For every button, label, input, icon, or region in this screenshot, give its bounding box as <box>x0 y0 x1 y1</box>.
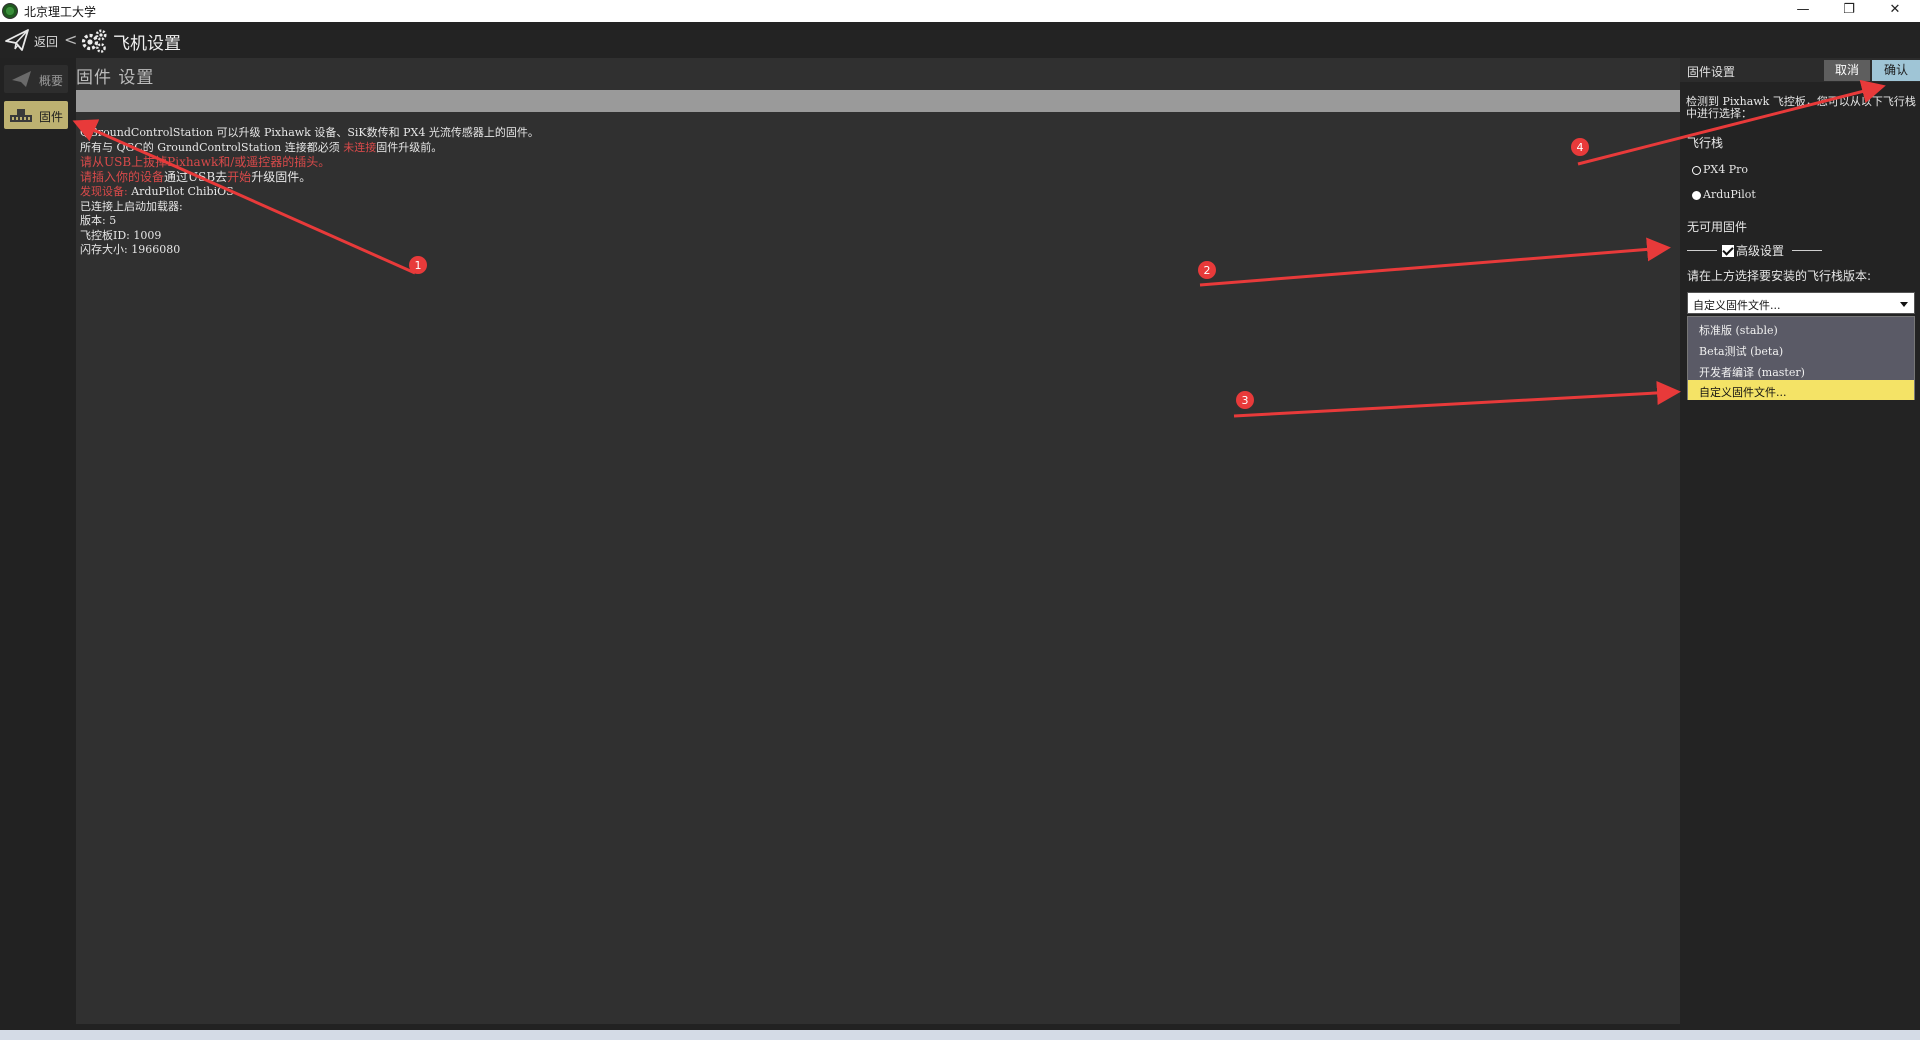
log-line: 所有与 QGC的 GroundControlStation 连接都必须 未连接固… <box>80 141 880 156</box>
log-line: QGroundControlStation 可以升级 Pixhawk 设备、Si… <box>80 126 539 139</box>
log-warning-segment: 发现设备: <box>80 185 132 198</box>
dropdown-option-custom[interactable]: 自定义固件文件... <box>1688 380 1914 400</box>
radio-checked-icon[interactable] <box>1692 191 1701 200</box>
section-title: 固件 设置 <box>76 68 155 88</box>
detected-board-text: 检测到 Pixhawk 飞控板，您可以从以下飞行栈中进行选择： <box>1686 95 1916 120</box>
panel-title: 固件设置 <box>1687 65 1736 79</box>
window-title: 北京理工大学 <box>24 5 97 19</box>
log-segment: 固件升级前。 <box>376 140 443 154</box>
firmware-version-dropdown: 标准版 (stable) Beta测试 (beta) 开发者编译 (master… <box>1687 316 1915 400</box>
window-titlebar: 北京理工大学 — ❐ ✕ <box>0 0 1920 23</box>
log-line: 请插入你的设备通过USB去开始升级固件。 <box>80 170 880 185</box>
confirm-button[interactable]: 确认 <box>1872 60 1920 81</box>
log-warning-segment: 开始 <box>227 170 252 184</box>
firmware-version-select[interactable]: 自定义固件文件... <box>1687 292 1915 314</box>
option-label: 自定义固件文件... <box>1699 386 1787 399</box>
firmware-log: QGroundControlStation 可以升级 Pixhawk 设备、Si… <box>80 126 880 258</box>
dropdown-option-beta[interactable]: Beta测试 (beta) <box>1688 339 1914 359</box>
select-value: 自定义固件文件... <box>1693 299 1781 312</box>
log-warning-segment: 请插入你的设备 <box>80 170 165 184</box>
option-label: 标准版 (stable) <box>1699 324 1778 337</box>
upgrade-progress-bar <box>76 90 1680 112</box>
option-label: Beta测试 (beta) <box>1699 345 1784 358</box>
app-logo-icon <box>2 3 18 19</box>
log-warning-segment: 未连接 <box>343 140 377 154</box>
log-segment: 通过USB去 <box>164 170 228 184</box>
log-segment: 升级固件。 <box>251 170 312 184</box>
select-version-label: 请在上方选择要安装的飞行栈版本: <box>1687 269 1872 283</box>
no-firmware-label: 无可用固件 <box>1687 220 1748 234</box>
firmware-main-panel: 固件 设置 QGroundControlStation 可以升级 Pixhawk… <box>76 58 1680 1024</box>
flight-stack-label: 飞行栈 <box>1687 136 1724 150</box>
radio-label: ArduPilot <box>1703 188 1756 201</box>
dropdown-option-master[interactable]: 开发者编译 (master) <box>1688 360 1914 380</box>
gear-icon <box>80 28 108 58</box>
sidebar-item-label: 固件 <box>39 110 64 124</box>
log-line: 已连接上启动加载器: <box>80 199 183 213</box>
log-line: 请从USB上拔掉Pixhawk和/或遥控器的插头。 <box>80 155 331 169</box>
left-sidebar: 概要 固件 <box>0 58 74 1030</box>
top-toolbar: 返回 < 飞机设置 <box>0 22 1920 58</box>
plane-icon <box>11 70 33 91</box>
cancel-button[interactable]: 取消 <box>1824 60 1870 81</box>
radio-unchecked-icon[interactable] <box>1692 166 1701 175</box>
back-button[interactable]: 返回 <box>34 35 59 49</box>
divider <box>1791 250 1822 251</box>
close-icon[interactable]: ✕ <box>1889 2 1901 17</box>
divider <box>1687 250 1717 251</box>
page-title: 飞机设置 <box>113 34 181 54</box>
advanced-settings-label: 高级设置 <box>1736 244 1785 258</box>
sidebar-item-summary[interactable]: 概要 <box>4 65 68 93</box>
radio-px4-pro[interactable]: PX4 Pro <box>1692 163 1748 176</box>
radio-ardupilot[interactable]: ArduPilot <box>1692 188 1756 201</box>
advanced-settings-row[interactable]: 高级设置 <box>1687 242 1822 259</box>
firmware-settings-panel: 固件设置 取消 确认 检测到 Pixhawk 飞控板，您可以从以下飞行栈中进行选… <box>1680 58 1920 1030</box>
radio-label: PX4 Pro <box>1703 163 1749 176</box>
dropdown-option-stable[interactable]: 标准版 (stable) <box>1688 318 1914 338</box>
minimize-icon[interactable]: — <box>1796 2 1810 17</box>
panel-header: 固件设置 取消 确认 <box>1680 58 1920 82</box>
restore-icon[interactable]: ❐ <box>1843 2 1855 17</box>
log-line: 发现设备: ArduPilot ChibiOS <box>80 185 880 200</box>
dropdown-arrow-icon[interactable] <box>1900 302 1908 307</box>
firmware-icon <box>9 107 33 126</box>
sidebar-item-label: 概要 <box>39 74 64 88</box>
log-segment: 所有与 QGC的 GroundControlStation 连接都必须 <box>80 140 344 154</box>
sidebar-item-firmware[interactable]: 固件 <box>4 101 68 129</box>
log-line: 版本: 5 <box>80 214 117 227</box>
log-line: 飞控板ID: 1009 <box>80 228 162 242</box>
log-line: 闪存大小: 1966080 <box>80 243 181 256</box>
taskbar-strip <box>0 1030 1920 1040</box>
log-segment: ArduPilot ChibiOS <box>131 185 234 198</box>
paper-plane-icon[interactable] <box>4 28 30 56</box>
option-label: 开发者编译 (master) <box>1699 366 1805 379</box>
chevron-left-icon: < <box>64 30 78 49</box>
advanced-settings-checkbox[interactable] <box>1722 245 1734 257</box>
